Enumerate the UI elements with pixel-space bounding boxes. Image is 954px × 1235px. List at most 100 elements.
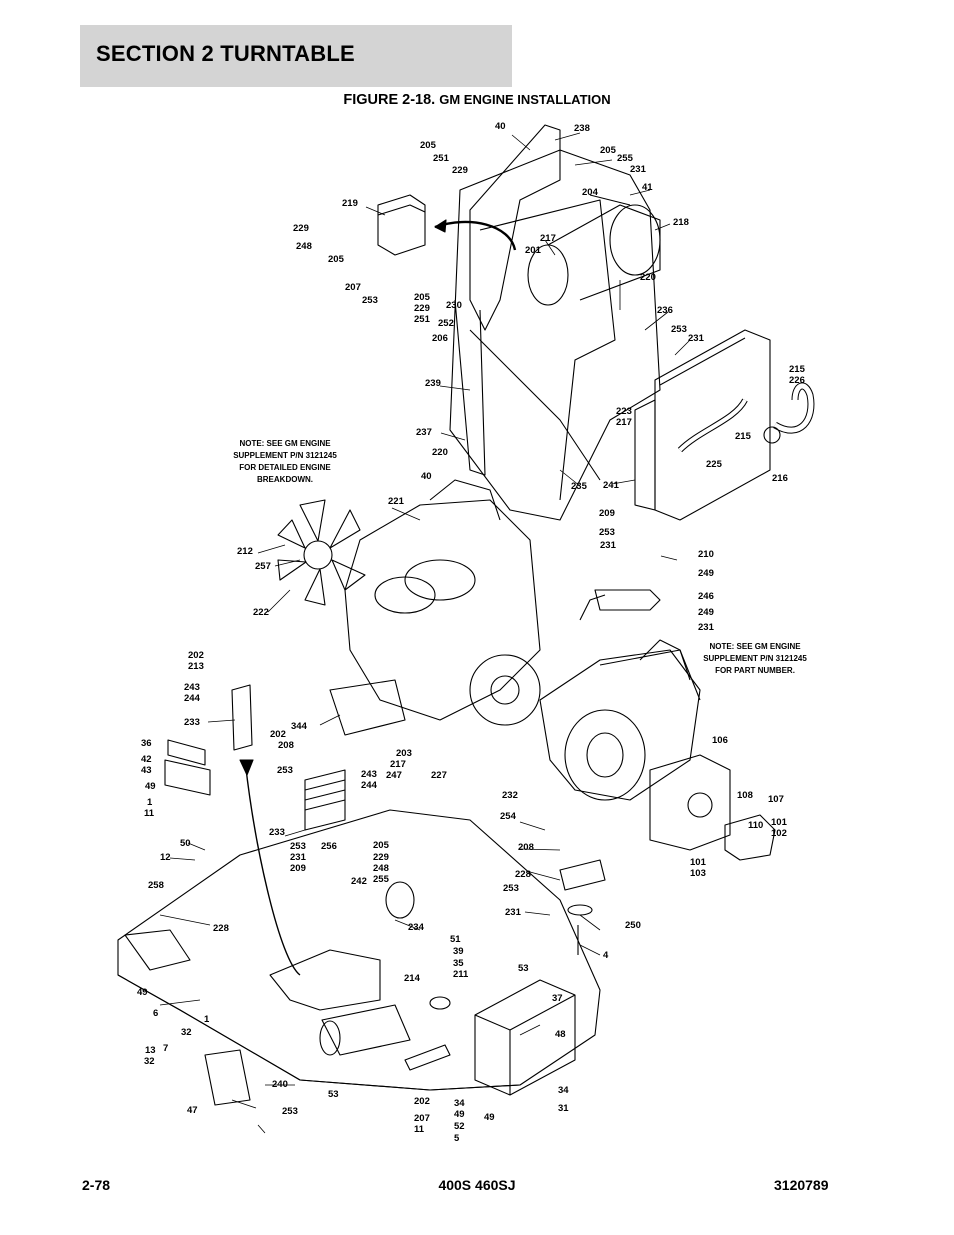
callout-label: 12 bbox=[160, 852, 171, 863]
callout-label: 229 bbox=[452, 165, 468, 176]
callout-label: 253 bbox=[362, 295, 378, 306]
callout-label: 31 bbox=[558, 1103, 569, 1114]
throttle-cable bbox=[244, 759, 301, 976]
callout-label: 34 bbox=[454, 1098, 465, 1109]
callout-label: 243 bbox=[184, 682, 200, 693]
callout-label: 102 bbox=[771, 828, 787, 839]
callout-label: 223 bbox=[616, 406, 632, 417]
callout-label: 212 bbox=[237, 546, 253, 557]
upper-bracket bbox=[469, 124, 561, 331]
callout-label: 1 bbox=[204, 1014, 210, 1025]
figure-title: FIGURE 2-18. GM ENGINE INSTALLATION bbox=[0, 92, 954, 108]
callout-label: 205 bbox=[600, 145, 617, 156]
callout-label: 243 bbox=[361, 769, 377, 780]
callout-label: 247 bbox=[386, 770, 402, 781]
callout-label: 236 bbox=[657, 305, 673, 316]
callout-label: 248 bbox=[296, 241, 312, 252]
page-number: 2-78 bbox=[82, 1177, 111, 1193]
callout-label: 110 bbox=[748, 820, 763, 831]
callout-label: 215 bbox=[789, 364, 806, 375]
callout-label: 239 bbox=[425, 378, 441, 389]
note-line: BREAKDOWN. bbox=[257, 475, 313, 484]
callout-label: 242 bbox=[351, 876, 367, 887]
callout-label: 227 bbox=[431, 770, 447, 781]
callout-label: 1 bbox=[147, 797, 153, 808]
callout-label: 106 bbox=[712, 735, 728, 746]
callout-label: 204 bbox=[582, 187, 599, 198]
callout-label: 205 bbox=[414, 292, 431, 303]
bellhousing bbox=[539, 649, 701, 801]
callout-label: 209 bbox=[290, 863, 306, 874]
callout-label: 229 bbox=[373, 852, 389, 863]
callout-label: 101 bbox=[690, 857, 707, 868]
callout-label: 32 bbox=[144, 1056, 155, 1067]
callout-label: 47 bbox=[187, 1105, 198, 1116]
callout-label: 211 bbox=[453, 969, 469, 980]
callout-label: 7 bbox=[163, 1043, 168, 1054]
callout-label: 255 bbox=[617, 153, 634, 164]
callout-label: 249 bbox=[698, 568, 714, 579]
callout-label: 249 bbox=[698, 607, 714, 618]
callout-label: 220 bbox=[432, 447, 448, 458]
callout-label: 202 bbox=[188, 650, 204, 661]
callout-label: 246 bbox=[698, 591, 714, 602]
callout-label: 231 bbox=[290, 852, 307, 863]
note-line: FOR DETAILED ENGINE bbox=[239, 463, 331, 472]
note-part-number: NOTE: SEE GM ENGINE SUPPLEMENT P/N 31212… bbox=[703, 642, 807, 675]
hydraulic-pump bbox=[649, 754, 776, 861]
callout-label: 253 bbox=[290, 841, 306, 852]
callout-label: 225 bbox=[706, 459, 723, 470]
exhaust-pipe bbox=[579, 589, 661, 621]
callout-label: 255 bbox=[373, 874, 390, 885]
section-header-bar: SECTION 2 TURNTABLE bbox=[80, 25, 512, 87]
callout-label: 101 bbox=[771, 817, 788, 828]
callout-label: 207 bbox=[345, 282, 361, 293]
callout-label: 218 bbox=[673, 217, 689, 228]
callout-label: 34 bbox=[558, 1085, 569, 1096]
callout-label: 217 bbox=[616, 417, 632, 428]
callout-label: 229 bbox=[414, 303, 430, 314]
callout-label: 207 bbox=[414, 1113, 430, 1124]
note-engine-breakdown: NOTE: SEE GM ENGINE SUPPLEMENT P/N 31212… bbox=[233, 439, 337, 484]
callout-label: 256 bbox=[321, 841, 337, 852]
model-number: 400S 460SJ bbox=[438, 1177, 516, 1193]
callout-label: 220 bbox=[640, 272, 656, 283]
callout-label: 43 bbox=[141, 765, 152, 776]
note-line: NOTE: SEE GM ENGINE bbox=[239, 439, 331, 448]
callout-label: 219 bbox=[342, 198, 358, 209]
callout-label: 252 bbox=[438, 318, 454, 329]
callout-label: 248 bbox=[373, 863, 389, 874]
engine-block bbox=[329, 479, 541, 736]
note-line: NOTE: SEE GM ENGINE bbox=[709, 642, 801, 651]
callout-label: 254 bbox=[500, 811, 517, 822]
callout-label: 253 bbox=[503, 883, 519, 894]
callout-label: 6 bbox=[153, 1008, 158, 1019]
callout-label: 231 bbox=[630, 164, 647, 175]
callout-label: 37 bbox=[552, 993, 563, 1004]
callout-label: 205 bbox=[328, 254, 345, 265]
callout-label: 233 bbox=[269, 827, 285, 838]
callout-label: 32 bbox=[181, 1027, 192, 1038]
callout-label: 205 bbox=[420, 140, 437, 151]
callout-label: 231 bbox=[505, 907, 522, 918]
callout-label: 235 bbox=[571, 481, 588, 492]
callout-label: 210 bbox=[698, 549, 714, 560]
callout-label: 231 bbox=[600, 540, 617, 551]
note-line: SUPPLEMENT P/N 3121245 bbox=[233, 451, 337, 460]
battery-box bbox=[474, 979, 576, 1096]
callout-label: 5 bbox=[454, 1133, 460, 1144]
radiator bbox=[634, 329, 815, 521]
callout-label: 42 bbox=[141, 754, 152, 765]
callout-label: 229 bbox=[293, 223, 309, 234]
callout-label: 251 bbox=[414, 314, 431, 325]
callout-label: 11 bbox=[144, 808, 155, 819]
callout-label: 216 bbox=[772, 473, 788, 484]
callout-arrow bbox=[434, 220, 517, 251]
callout-label: 214 bbox=[404, 973, 421, 984]
callout-label: 35 bbox=[453, 958, 464, 969]
callout-label: 49 bbox=[454, 1109, 465, 1120]
callout-label: 41 bbox=[642, 182, 653, 193]
callout-label: 49 bbox=[484, 1112, 495, 1123]
callout-label: 217 bbox=[540, 233, 556, 244]
